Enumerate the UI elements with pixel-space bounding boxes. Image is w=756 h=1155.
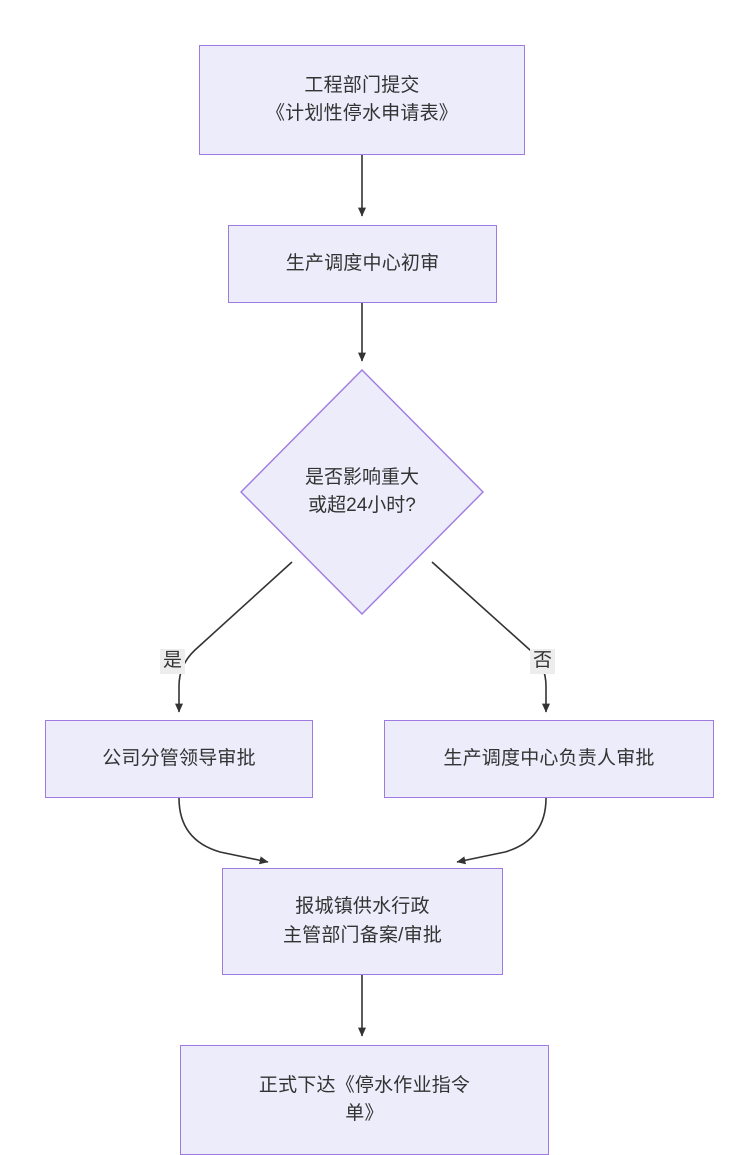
node-decision-label: 是否影响重大 或超24小时? bbox=[304, 466, 419, 517]
node-dispatch-head-approval[interactable]: 生产调度中心负责人审批 bbox=[384, 720, 714, 798]
node-submit-label: 工程部门提交 《计划性停水申请表》 bbox=[265, 74, 458, 125]
node-issue-order-label: 正式下达《停水作业指令 单》 bbox=[258, 1074, 471, 1125]
diamond-shape bbox=[240, 369, 484, 615]
node-submit[interactable]: 工程部门提交 《计划性停水申请表》 bbox=[199, 45, 525, 155]
node-decision[interactable]: 是否影响重大 或超24小时? bbox=[240, 369, 484, 615]
edge-label-no: 否 bbox=[530, 649, 556, 674]
node-dispatch-head-approval-label: 生产调度中心负责人审批 bbox=[443, 747, 655, 769]
node-leader-approval-label: 公司分管领导审批 bbox=[102, 747, 256, 769]
node-issue-order[interactable]: 正式下达《停水作业指令 单》 bbox=[180, 1045, 549, 1155]
node-gov-filing[interactable]: 报城镇供水行政 主管部门备案/审批 bbox=[222, 868, 503, 975]
node-first-review-label: 生产调度中心初审 bbox=[285, 252, 440, 274]
node-leader-approval[interactable]: 公司分管领导审批 bbox=[45, 720, 313, 798]
edge-leader-approval-to-gov-filing bbox=[178, 797, 269, 865]
node-first-review[interactable]: 生产调度中心初审 bbox=[228, 225, 497, 303]
node-gov-filing-label: 报城镇供水行政 主管部门备案/审批 bbox=[282, 896, 443, 946]
edge-label-yes: 是 bbox=[160, 649, 186, 674]
edge-dispatch-head-approval-to-gov-filing bbox=[456, 797, 547, 865]
